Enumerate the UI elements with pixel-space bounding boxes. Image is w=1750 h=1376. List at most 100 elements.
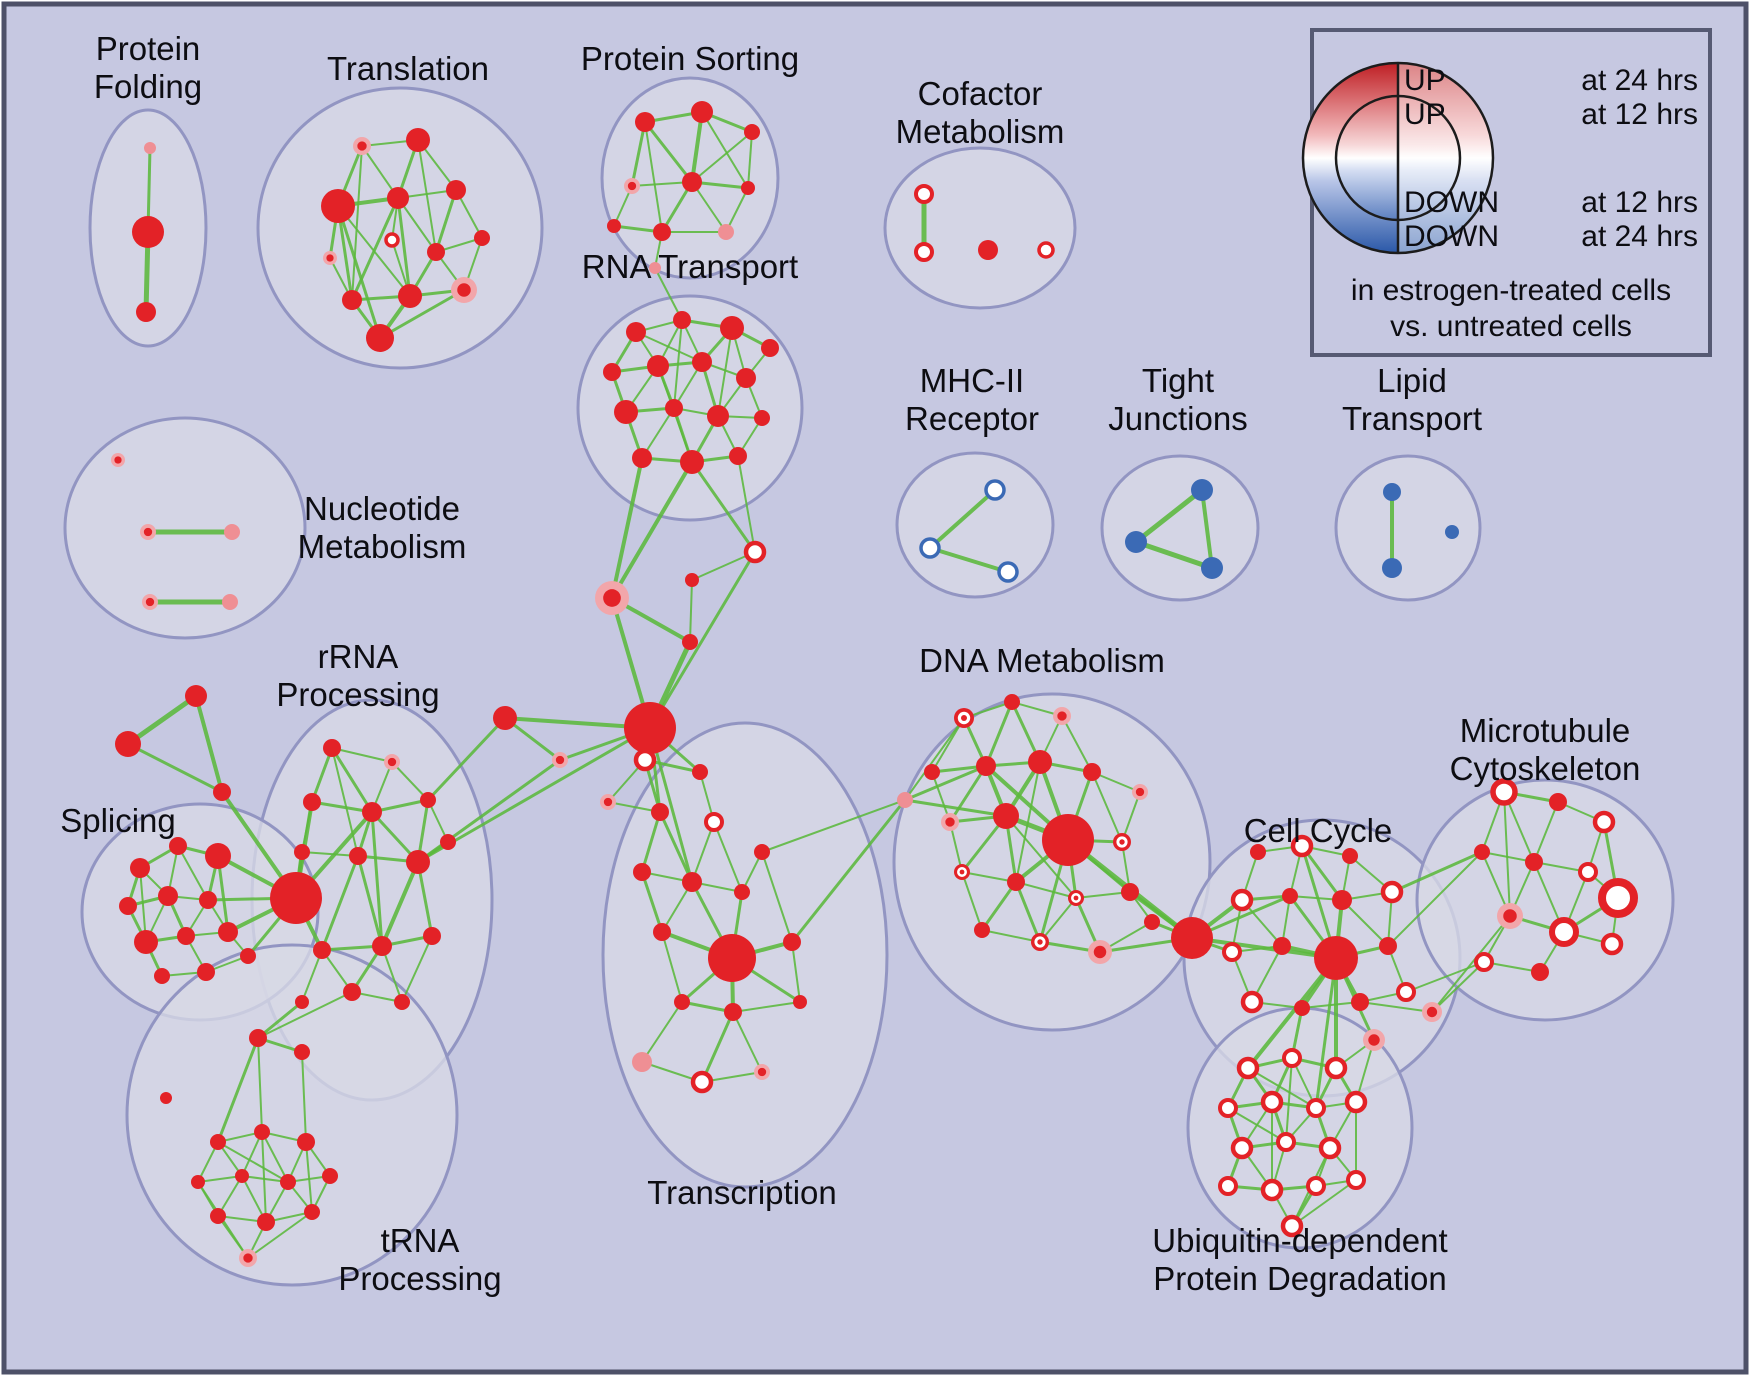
- network-node[interactable]: [451, 277, 477, 303]
- network-node[interactable]: [633, 748, 657, 772]
- network-node[interactable]: [1218, 1098, 1238, 1118]
- network-node[interactable]: [257, 1213, 275, 1231]
- network-node[interactable]: [313, 941, 331, 959]
- network-node[interactable]: [136, 302, 156, 322]
- network-node[interactable]: [115, 731, 141, 757]
- network-node[interactable]: [729, 447, 747, 465]
- network-node[interactable]: [665, 399, 683, 417]
- network-node[interactable]: [423, 927, 441, 945]
- network-node[interactable]: [924, 764, 940, 780]
- network-node[interactable]: [224, 524, 240, 540]
- network-node[interactable]: [177, 927, 195, 945]
- network-node[interactable]: [624, 178, 640, 194]
- network-node[interactable]: [1282, 1048, 1302, 1068]
- network-node[interactable]: [197, 963, 215, 981]
- network-node[interactable]: [704, 812, 724, 832]
- network-node[interactable]: [761, 339, 779, 357]
- network-node[interactable]: [169, 837, 187, 855]
- network-node[interactable]: [600, 794, 616, 810]
- network-node[interactable]: [191, 1175, 205, 1189]
- network-node[interactable]: [205, 843, 231, 869]
- network-node[interactable]: [1474, 844, 1490, 860]
- network-node[interactable]: [240, 948, 256, 964]
- network-node[interactable]: [603, 363, 621, 381]
- network-node[interactable]: [303, 793, 321, 811]
- network-node[interactable]: [954, 864, 970, 880]
- network-node[interactable]: [154, 968, 170, 984]
- network-node[interactable]: [1342, 848, 1358, 864]
- network-node[interactable]: [1121, 883, 1139, 901]
- network-node[interactable]: [954, 708, 974, 728]
- network-node[interactable]: [1053, 707, 1071, 725]
- network-node[interactable]: [1083, 763, 1101, 781]
- network-node[interactable]: [552, 752, 568, 768]
- network-node[interactable]: [1007, 873, 1025, 891]
- network-node[interactable]: [111, 453, 125, 467]
- network-node[interactable]: [322, 1168, 338, 1184]
- network-node[interactable]: [607, 219, 621, 233]
- network-node[interactable]: [993, 803, 1019, 829]
- network-node[interactable]: [682, 634, 698, 650]
- network-node[interactable]: [1363, 1029, 1385, 1051]
- network-node[interactable]: [1549, 917, 1579, 947]
- network-node[interactable]: [1294, 1000, 1310, 1016]
- network-node[interactable]: [1549, 793, 1567, 811]
- network-node[interactable]: [692, 352, 712, 372]
- network-node[interactable]: [1028, 750, 1052, 774]
- network-node[interactable]: [647, 355, 669, 377]
- network-node[interactable]: [624, 702, 676, 754]
- network-node[interactable]: [1260, 1178, 1284, 1202]
- network-node[interactable]: [210, 1134, 226, 1150]
- network-node[interactable]: [1201, 557, 1223, 579]
- network-node[interactable]: [1344, 1090, 1368, 1114]
- network-node[interactable]: [718, 224, 734, 240]
- network-node[interactable]: [384, 232, 400, 248]
- network-node[interactable]: [1191, 479, 1213, 501]
- network-node[interactable]: [1144, 914, 1160, 930]
- network-node[interactable]: [635, 112, 655, 132]
- network-node[interactable]: [119, 897, 137, 915]
- network-node[interactable]: [446, 180, 466, 200]
- network-node[interactable]: [280, 1174, 296, 1190]
- network-node[interactable]: [130, 858, 150, 878]
- network-node[interactable]: [674, 994, 690, 1010]
- network-node[interactable]: [632, 448, 652, 468]
- network-node[interactable]: [158, 886, 178, 906]
- network-node[interactable]: [614, 400, 638, 424]
- network-node[interactable]: [724, 1003, 742, 1021]
- network-node[interactable]: [1276, 1132, 1296, 1152]
- network-node[interactable]: [493, 706, 517, 730]
- network-node[interactable]: [691, 101, 713, 123]
- network-node[interactable]: [741, 181, 755, 195]
- network-node[interactable]: [1445, 525, 1459, 539]
- network-node[interactable]: [976, 756, 996, 776]
- network-node[interactable]: [199, 891, 217, 909]
- network-node[interactable]: [997, 561, 1019, 583]
- network-node[interactable]: [372, 936, 392, 956]
- network-node[interactable]: [754, 410, 770, 426]
- network-node[interactable]: [160, 1092, 172, 1104]
- network-node[interactable]: [1042, 814, 1094, 866]
- network-node[interactable]: [736, 368, 756, 388]
- network-node[interactable]: [1230, 1136, 1254, 1160]
- network-node[interactable]: [793, 995, 807, 1009]
- network-node[interactable]: [1324, 1056, 1348, 1080]
- network-node[interactable]: [304, 1204, 320, 1220]
- network-node[interactable]: [595, 581, 629, 615]
- network-node[interactable]: [213, 783, 231, 801]
- network-node[interactable]: [633, 863, 651, 881]
- network-node[interactable]: [1250, 844, 1266, 860]
- network-node[interactable]: [210, 1208, 226, 1224]
- network-node[interactable]: [1280, 1214, 1304, 1238]
- network-node[interactable]: [1068, 890, 1084, 906]
- network-node[interactable]: [222, 594, 238, 610]
- network-node[interactable]: [235, 1169, 249, 1183]
- network-node[interactable]: [1236, 1056, 1260, 1080]
- network-node[interactable]: [720, 316, 744, 340]
- network-node[interactable]: [440, 834, 456, 850]
- network-node[interactable]: [1383, 483, 1401, 501]
- network-node[interactable]: [144, 142, 156, 154]
- network-node[interactable]: [249, 1029, 267, 1047]
- network-node[interactable]: [1088, 940, 1112, 964]
- network-node[interactable]: [1332, 890, 1352, 910]
